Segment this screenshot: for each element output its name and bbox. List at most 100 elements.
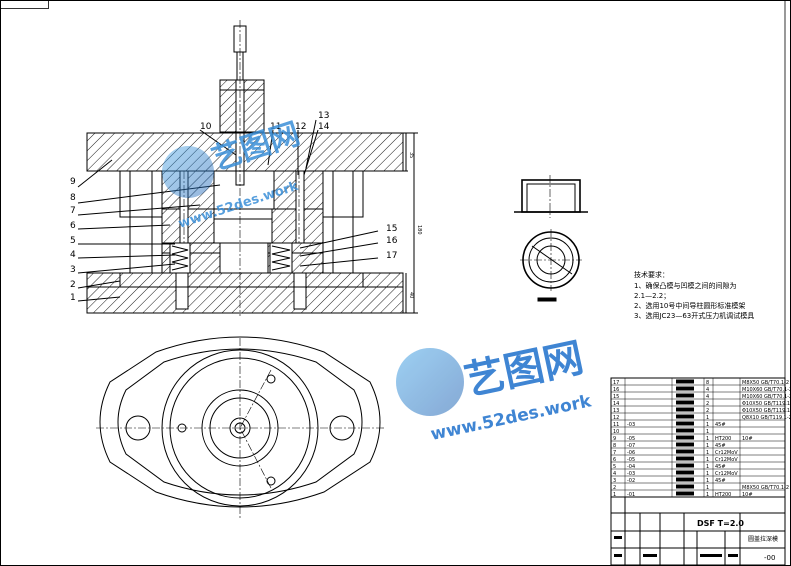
parts-cell-no: 12 [613,415,619,421]
dim-text-3: 40 [408,292,414,298]
parts-cell-standard: Q8X10 GB/T119.1-2 [742,415,791,421]
parts-cell-no: 11 [613,422,619,428]
parts-cell-qty: 1 [706,429,709,435]
label-15: 15 [386,224,397,234]
parts-cell-qty: 1 [706,450,709,456]
parts-cell-material: 45# [715,443,726,449]
parts-cell-no: 15 [613,394,619,400]
parts-cell-no: 14 [613,401,619,407]
parts-cell-no: 7 [613,450,616,456]
title-block: DSF T=2.0 圆盖拉深模 -00 [611,496,785,565]
dim-text-1: 35 [408,152,414,158]
tech-req-item-1: 1、确保凸模与凹模之间的间隙为 [634,281,736,290]
parts-cell-qty: 1 [706,478,709,484]
parts-cell-qty: 2 [706,408,709,414]
parts-cell-material: Cr12MoV [715,450,738,456]
watermark-2: 艺图网 www.52des.work [396,335,594,445]
parts-cell-qty: 1 [706,485,709,491]
tech-req-item-4: 3、选用JC23—63开式压力机调试模具 [634,311,754,320]
parts-cell-no: 3 [613,478,616,484]
label-12: 12 [295,122,306,132]
parts-cell-qty: 2 [706,401,709,407]
label-9: 9 [70,177,76,187]
parts-cell-material: 45# [715,478,726,484]
drawing-name: 圆盖拉深模 [748,535,778,543]
parts-cell-no: 1 [613,492,616,498]
parts-cell-qty: 1 [706,415,709,421]
label-11: 11 [270,122,281,132]
parts-cell-standard: Φ10X50 GB/T119.1-2 [742,401,791,407]
parts-cell-material: HT200 [715,492,731,498]
parts-cell-material: 45# [715,422,726,428]
parts-cell-qty: 1 [706,436,709,442]
parts-cell-standard: M8X50 GB/T70.1-2 [742,380,789,386]
part-detail [514,175,588,302]
parts-cell-no: 10 [613,429,619,435]
parts-cell-standard: Φ10X50 GB/T119.1-2 [742,408,791,414]
technical-requirements: 技术要求： 1、确保凸模与凹模之间的间隙为 2.1—2.2； 2、选用10号中间… [634,270,754,320]
label-8: 8 [70,193,76,203]
parts-cell-qty: 8 [706,380,709,386]
label-16: 16 [386,236,398,246]
tech-req-item-3: 2、选用10号中间导柱圆形标准模架 [634,301,745,310]
parts-cell-code: -03 [627,471,635,477]
lower-die-plate [86,272,404,314]
label-13: 13 [318,111,329,121]
parts-cell-qty: 1 [706,457,709,463]
parts-cell-no: 17 [613,380,619,386]
tech-req-title: 技术要求： [634,270,669,279]
parts-cell-material: Cr12MoV [715,457,738,463]
parts-cell-no: 2 [613,485,616,491]
label-10: 10 [200,122,212,132]
drawing-code: -00 [764,554,775,562]
section-view: 35 180 40 9 8 7 6 5 4 3 2 [70,20,422,316]
parts-cell-standard: M10X60 GB/T70.1-2 [742,387,791,393]
parts-cell-no: 9 [613,436,616,442]
plan-view [96,336,384,518]
parts-cell-qty: 1 [706,422,709,428]
base-outline [99,336,381,508]
parts-cell-standard: M8X50 GB/T70.1-2 [742,485,789,491]
parts-cell-no: 6 [613,457,616,463]
parts-cell-code: -05 [627,457,635,463]
label-4: 4 [70,250,76,260]
parts-cell-standard: 10# [742,492,753,498]
label-17: 17 [386,251,397,261]
parts-cell-no: 13 [613,408,619,414]
parts-cell-qty: 4 [706,394,709,400]
parts-cell-no: 4 [613,471,616,477]
parts-cell-code: -04 [627,464,635,470]
parts-cell-material: Cr12MoV [715,471,738,477]
label-2: 2 [70,280,76,290]
parts-cell-qty: 4 [706,387,709,393]
parts-cell-code: -03 [627,422,635,428]
parts-cell-qty: 1 [706,492,709,498]
parts-cell-qty: 1 [706,464,709,470]
parts-cell-standard: M10X60 GB/T70.1-2 [742,394,791,400]
parts-cell-qty: 1 [706,443,709,449]
parts-cell-code: -07 [627,443,635,449]
parts-cell-code: -06 [627,450,635,456]
label-7: 7 [70,206,76,216]
parts-cell-code: -02 [627,478,635,484]
parts-cell-standard: 10# [742,436,753,442]
label-5: 5 [70,236,76,246]
dim-text-2: 180 [416,225,422,235]
parts-cell-no: 16 [613,387,619,393]
parts-cell-code: -01 [627,492,635,498]
label-6: 6 [70,221,76,231]
label-1: 1 [70,293,76,303]
parts-cell-no: 8 [613,443,616,449]
parts-cell-code: -05 [627,436,635,442]
watermark-brand-2: 艺图网 [461,335,588,405]
parts-cell-material: 45# [715,464,726,470]
label-14: 14 [318,122,330,132]
label-3: 3 [70,265,76,275]
corner-box [0,0,49,9]
upper-die-plate [86,132,404,172]
parts-cell-qty: 1 [706,471,709,477]
parts-cell-no: 5 [613,464,616,470]
title-block-spec: DSF T=2.0 [697,519,744,528]
